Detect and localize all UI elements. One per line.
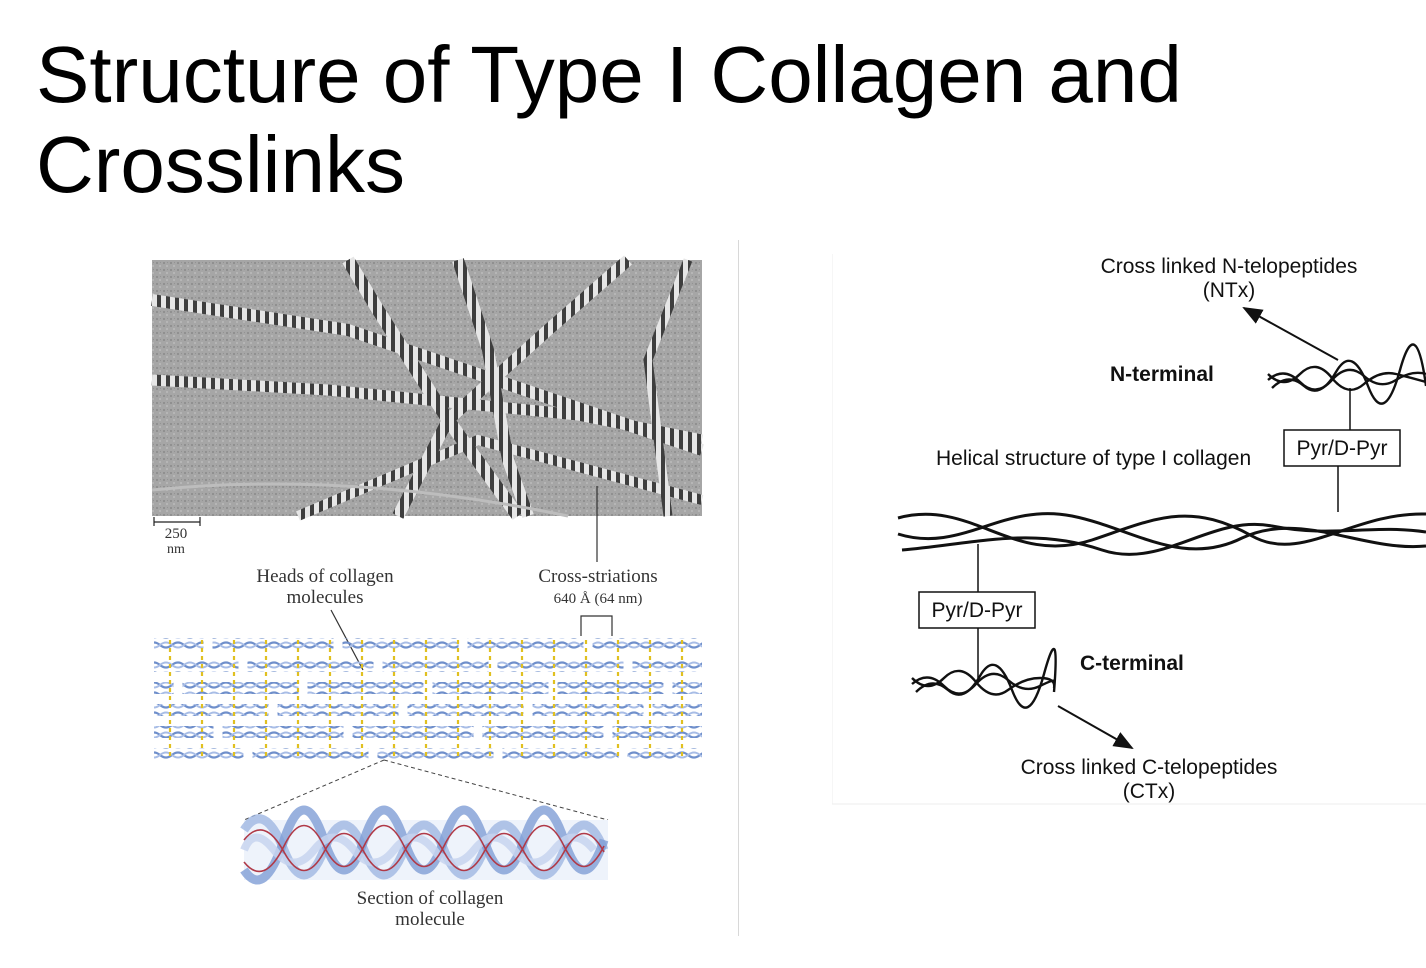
pyr-top-label: Pyr/D-Pyr [1297, 437, 1388, 460]
heads-label-line-2: molecules [286, 587, 363, 608]
striations-value: 640 Å (64 nm) [554, 591, 643, 607]
c-terminal-label: C-terminal [1080, 652, 1184, 675]
period-bracket [580, 615, 613, 636]
ctx-arrow [1057, 705, 1134, 749]
slide-title: Structure of Type I Collagen and Crossli… [36, 30, 1336, 210]
scale-bar: 250 nm [153, 517, 201, 557]
fibril-schematic [154, 638, 702, 760]
c-telopeptide-strands [911, 647, 1057, 709]
pyr-box-bottom [918, 591, 1036, 629]
striations-label: Cross-striations [538, 566, 657, 587]
ntx-label-line-1: Cross linked N-telopeptides [1101, 255, 1358, 278]
panel-divider [738, 240, 739, 936]
n-telopeptide-strands [1267, 343, 1426, 405]
ctx-label-line-2: (CTx) [1123, 780, 1175, 803]
zoom-line-right [383, 759, 609, 821]
triple-helix-section [240, 805, 609, 885]
ntx-arrow [1242, 307, 1339, 361]
helical-structure-label: Helical structure of type I collagen [936, 447, 1251, 470]
n-terminal-label: N-terminal [1110, 363, 1214, 386]
crosslink-diagram: Cross linked N-telopeptides (NTx) N-term… [832, 254, 1426, 806]
section-label-line-1: Section of collagen [357, 888, 504, 909]
ctx-label-line-1: Cross linked C-telopeptides [1021, 756, 1278, 779]
title-line-2: Crosslinks [36, 120, 405, 209]
scale-bar-unit: nm [167, 542, 185, 557]
title-line-1: Structure of Type I Collagen and [36, 30, 1182, 119]
scale-bar-value: 250 [165, 526, 188, 542]
pyr-box-top [1283, 429, 1401, 467]
ntx-label-line-2: (NTx) [1203, 279, 1255, 302]
collagen-fibril-figure: 250 nm Heads of collagen molecules Cross… [151, 255, 704, 930]
collagen-triple-helix [897, 512, 1426, 556]
electron-micrograph [151, 255, 704, 521]
section-label-line-2: molecule [395, 909, 465, 930]
zoom-line-left [243, 759, 385, 821]
pyr-bottom-label: Pyr/D-Pyr [932, 599, 1023, 622]
heads-label-line-1: Heads of collagen [256, 566, 394, 587]
